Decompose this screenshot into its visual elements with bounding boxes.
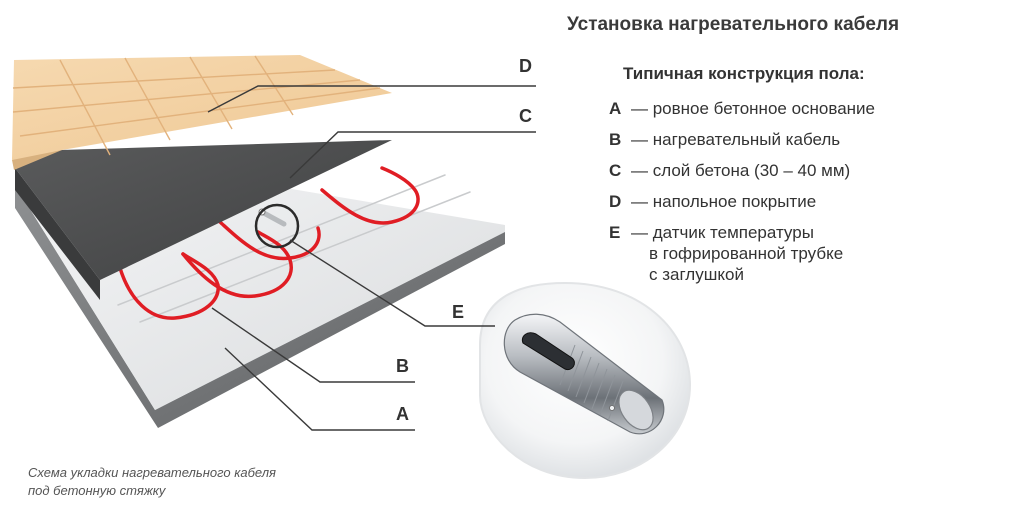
cable-loop — [181, 230, 293, 299]
heating-cable-b — [117, 166, 471, 323]
caption-line-2: под бетонную стяжку — [28, 483, 166, 498]
leader-b — [211, 307, 415, 383]
page-title: Установка нагревательного кабеля — [567, 14, 900, 35]
callout-label-b: B — [396, 356, 409, 376]
legend-text: — ровное бетонное основание — [631, 99, 876, 118]
sensor-magnifier — [479, 281, 692, 480]
sensor-callout-circle — [254, 203, 300, 249]
legend-text-continued: с заглушкой — [649, 265, 744, 284]
callout-label-e: E — [452, 302, 464, 322]
leader-e — [289, 239, 495, 327]
cable-loop — [118, 252, 220, 320]
leader-lines — [207, 85, 536, 431]
concrete-top-face — [15, 140, 392, 280]
figure-caption: Схема укладки нагревательного кабеля под… — [28, 464, 276, 500]
legend-letter: B — [609, 130, 622, 149]
legend-letter: E — [609, 223, 621, 242]
leader-c — [289, 131, 536, 179]
legend-text: — напольное покрытие — [631, 192, 817, 211]
legend-item-b: B — нагревательный кабель — [609, 129, 840, 150]
legend-letter: D — [609, 192, 622, 211]
cable-rail — [117, 174, 446, 306]
leader-d — [207, 85, 536, 113]
legend-item-c: C — слой бетона (30 – 40 мм) — [609, 160, 850, 181]
legend-letter: A — [609, 99, 622, 118]
legend-item-d: D — напольное покрытие — [609, 191, 816, 212]
caption-line-1: Схема укладки нагревательного кабеля — [28, 465, 276, 480]
legend-text: — нагревательный кабель — [631, 130, 841, 149]
cable-loop — [218, 220, 321, 261]
concrete-layer-c — [15, 140, 392, 300]
callout-label-d: D — [519, 56, 532, 76]
legend-text: — слой бетона (30 – 40 мм) — [631, 161, 851, 180]
tile-top-face — [12, 55, 392, 160]
cable-loop — [320, 166, 420, 225]
sensor-probe — [521, 332, 575, 371]
cable-rail — [139, 191, 471, 323]
concrete-side-face — [15, 168, 100, 300]
callout-label-a: A — [396, 404, 409, 424]
legend-item-e: E — датчик температуры в гофрированной т… — [609, 222, 843, 285]
legend-text: — датчик температуры — [631, 223, 814, 242]
corrugated-tube — [503, 313, 665, 435]
leader-a — [224, 347, 415, 431]
legend-item-a: A — ровное бетонное основание — [609, 98, 875, 119]
legend-subtitle: Типичная конструкция пола: — [623, 64, 865, 83]
legend-letter: C — [609, 161, 622, 180]
tube-end-cap — [618, 389, 654, 431]
legend-text-continued: в гофрированной трубке — [649, 244, 844, 263]
callout-label-c: C — [519, 106, 532, 126]
sensor-highlight — [254, 203, 300, 249]
